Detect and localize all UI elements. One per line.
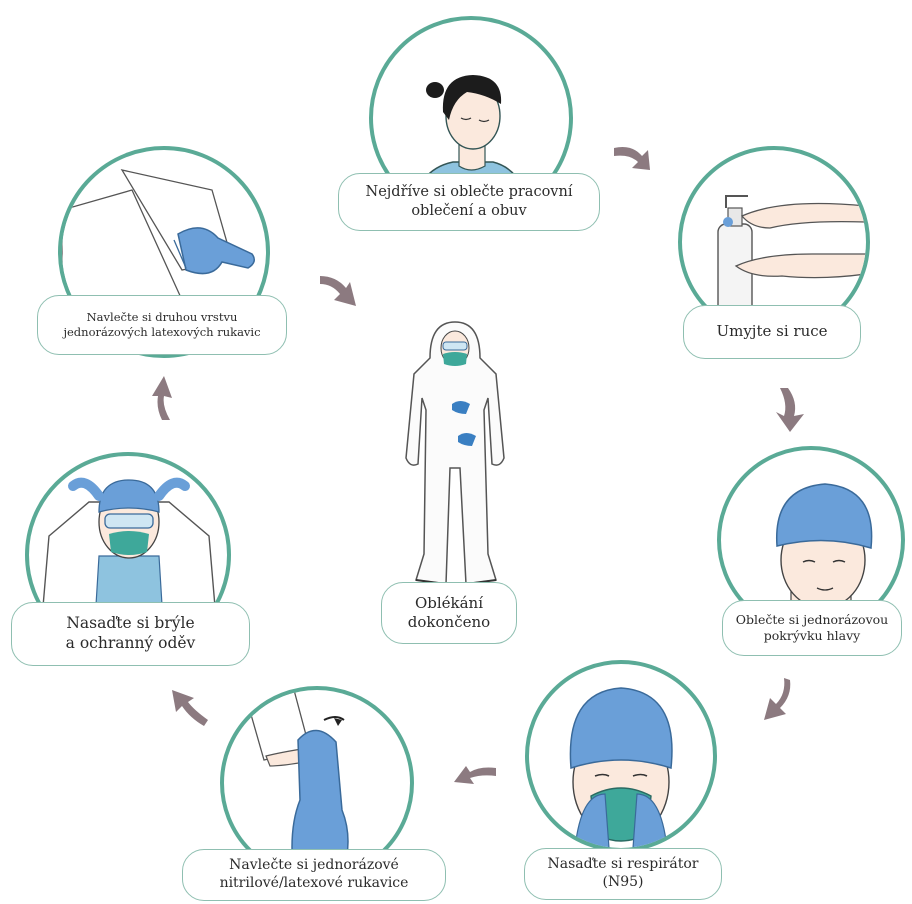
arrow-6-icon xyxy=(150,374,182,422)
step-outer-gloves-label: Navlečte si druhou vrstvu jednorázových … xyxy=(37,295,287,355)
step-head-cover-label: Oblečte si jednorázovou pokrývku hlavy xyxy=(722,600,902,656)
step-goggles-gown-label: Nasaďte si brýle a ochranný oděv xyxy=(11,602,250,666)
protective-suit-icon xyxy=(400,318,510,590)
arrow-7-icon xyxy=(318,270,362,310)
step-work-clothes-label: Nejdříve si oblečte pracovní oblečení a … xyxy=(338,173,600,231)
step-wash-hands-label: Umyjte si ruce xyxy=(683,305,861,359)
respirator-icon xyxy=(529,664,713,848)
arrow-2-icon xyxy=(770,386,810,434)
step-inner-gloves-label: Navlečte si jednorázové nitrilové/latexo… xyxy=(182,849,446,901)
step-respirator-label: Nasaďte si respirátor (N95) xyxy=(524,848,722,900)
arrow-4-icon xyxy=(450,752,498,788)
arrow-3-icon xyxy=(754,676,794,722)
arrow-1-icon xyxy=(610,138,658,174)
step-respirator-illustration xyxy=(525,660,717,852)
dressing-complete-label: Oblékání dokončeno xyxy=(381,582,517,644)
arrow-5-icon xyxy=(168,682,212,726)
